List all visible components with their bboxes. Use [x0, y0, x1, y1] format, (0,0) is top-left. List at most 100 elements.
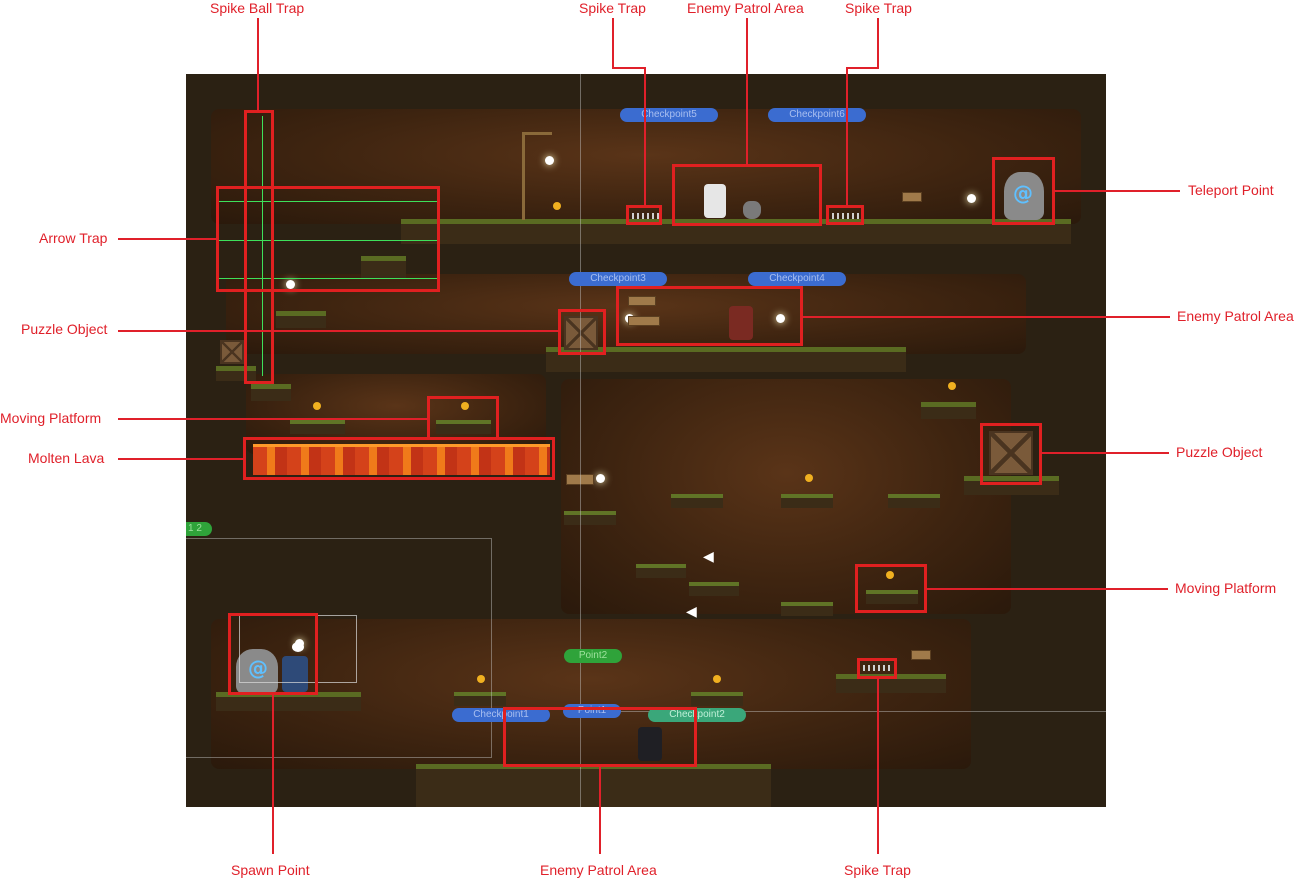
coin-icon	[886, 571, 894, 579]
arrow-trap-line	[217, 278, 437, 279]
point-2[interactable]: Point2	[564, 649, 622, 663]
upper-cave-bg	[211, 109, 1081, 224]
spikes-top-right	[832, 213, 860, 219]
leader-enemy-mid	[802, 316, 1170, 318]
lamp-icon	[967, 194, 976, 203]
crate-icon	[220, 340, 244, 364]
camera-guide-horizontal	[186, 757, 491, 758]
signpost	[566, 474, 594, 485]
teleport-portal-icon: @	[1013, 181, 1033, 205]
right-crate-shelf	[964, 476, 1059, 495]
spawn-marker	[292, 642, 304, 652]
label-enemy-patrol-bottom: Enemy Patrol Area	[540, 862, 657, 878]
moving-platform-right	[866, 590, 918, 604]
bandit-icon	[729, 306, 753, 340]
checkpoint-2[interactable]: Checkpoint2	[648, 708, 746, 722]
label-spawn-point: Spawn Point	[231, 862, 310, 878]
moving-platform-right-box	[855, 564, 927, 613]
leader-puzzle-left	[118, 330, 559, 332]
label-puzzle-object-right: Puzzle Object	[1176, 444, 1263, 460]
label-spike-trap-top-left: Spike Trap	[579, 0, 646, 16]
spawn-portal-icon: @	[248, 656, 268, 680]
platform	[691, 692, 743, 706]
coin-icon	[477, 675, 485, 683]
leader-spike-ball	[257, 18, 259, 111]
coin-icon	[553, 202, 561, 210]
right-shelf	[921, 402, 976, 419]
label-moving-platform-right: Moving Platform	[1175, 580, 1277, 596]
leader-enemy-bottom	[599, 766, 601, 854]
leader-teleport	[1054, 190, 1180, 192]
leader-spike-trap-tr	[846, 67, 848, 206]
leader-spike-trap-tr	[846, 67, 879, 69]
arrow-trap-box	[216, 186, 440, 292]
lamp-icon	[545, 156, 554, 165]
ninja-icon	[638, 727, 662, 761]
leader-spawn	[272, 694, 274, 854]
gallows-arm	[522, 132, 552, 135]
spike-trap-bottom-box	[857, 658, 897, 679]
arrow-trap-line	[217, 240, 437, 241]
signpost	[911, 650, 931, 660]
camera-guide-vertical	[491, 538, 492, 758]
checkpoint-3[interactable]: Checkpoint3	[569, 272, 667, 286]
arrow-trap-line	[217, 201, 437, 202]
left-marker[interactable]: 1 2	[186, 522, 212, 536]
lamp-icon	[776, 314, 785, 323]
label-arrow-trap: Arrow Trap	[39, 230, 108, 246]
lamp-icon	[596, 474, 605, 483]
checkpoint-4[interactable]: Checkpoint4	[748, 272, 846, 286]
leader-spike-trap-tl	[612, 18, 614, 68]
lava-ledge-left	[251, 384, 291, 401]
coin-icon	[461, 402, 469, 410]
crate-icon	[564, 316, 598, 350]
camera-guide-horizontal	[580, 711, 1106, 712]
teleport-point-box	[992, 157, 1055, 225]
gravestone	[743, 201, 761, 219]
coin-icon	[805, 474, 813, 482]
spike-ball-trap-box	[244, 110, 274, 384]
platform	[781, 602, 833, 616]
label-puzzle-object-left: Puzzle Object	[21, 321, 108, 337]
leader-arrow-trap	[118, 238, 217, 240]
label-spike-ball-trap: Spike Ball Trap	[210, 0, 305, 16]
camera-guide-vertical	[580, 74, 581, 807]
spawn-stone	[236, 649, 278, 694]
molten-lava	[253, 444, 550, 475]
crate-icon	[989, 431, 1033, 475]
label-spike-trap-top-right: Spike Trap	[845, 0, 912, 16]
platform	[671, 494, 723, 508]
camera-guide-horizontal	[186, 538, 491, 539]
signpost	[902, 192, 922, 202]
leader-spike-bottom	[877, 678, 879, 854]
enemy-patrol-mid-box	[616, 286, 803, 346]
leader-puzzle-right	[1041, 452, 1169, 454]
leader-moving-right	[926, 588, 1168, 590]
spikes-top-left	[632, 213, 660, 219]
platform	[888, 494, 940, 508]
label-teleport-point: Teleport Point	[1188, 182, 1274, 198]
label-molten-lava: Molten Lava	[28, 450, 105, 466]
platform	[689, 582, 739, 596]
checkpoint-5[interactable]: Checkpoint5	[620, 108, 718, 122]
checkpoint-1[interactable]: Checkpoint1	[452, 708, 550, 722]
knight-icon	[282, 656, 308, 692]
mid-ledge-left	[276, 311, 326, 328]
puzzle-object-left-box	[558, 309, 606, 355]
platform	[781, 494, 833, 508]
leader-moving-left	[118, 418, 428, 420]
leader-lava	[118, 458, 244, 460]
enemy-patrol-bottom-box	[503, 707, 697, 767]
gallows-pole	[522, 132, 525, 220]
leader-enemy-top	[746, 18, 748, 165]
coin-icon	[713, 675, 721, 683]
checkpoint-6[interactable]: Checkpoint6	[768, 108, 866, 122]
spike-trap-top-left-box	[626, 205, 662, 225]
platform	[636, 564, 686, 578]
platform	[454, 692, 506, 706]
label-enemy-patrol-top: Enemy Patrol Area	[687, 0, 804, 16]
leader-spike-trap-tl	[612, 67, 646, 69]
moving-platform-left	[436, 420, 491, 434]
top-left-steps	[361, 256, 406, 279]
signpost	[628, 316, 660, 326]
